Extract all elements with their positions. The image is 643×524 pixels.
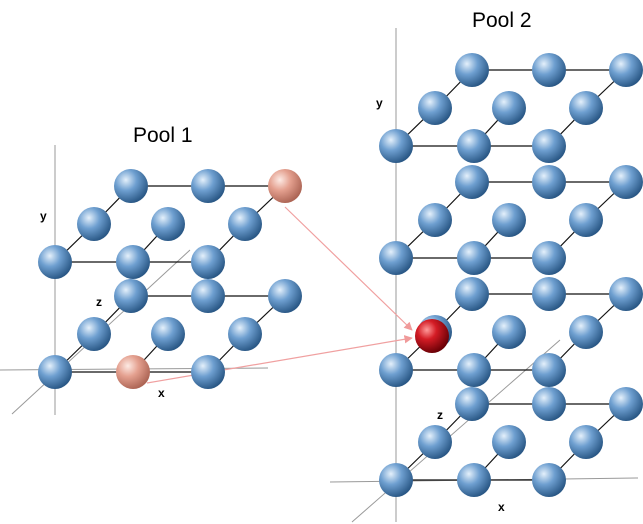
atom [151, 317, 185, 351]
atom [457, 241, 491, 275]
atom [114, 169, 148, 203]
migration-arrows [146, 206, 413, 384]
atom [457, 463, 491, 497]
atom [455, 387, 489, 421]
atom [492, 315, 526, 349]
atom [191, 279, 225, 313]
atom [492, 425, 526, 459]
atom [532, 241, 566, 275]
vacancy-atom [268, 169, 302, 203]
atom [418, 425, 452, 459]
atom [457, 129, 491, 163]
atom [455, 277, 489, 311]
atom [418, 203, 452, 237]
migrated-atom [415, 319, 449, 353]
atom [492, 91, 526, 125]
pool-1-z-axis-label: z [96, 295, 102, 309]
atom [532, 387, 566, 421]
pool-2-z-axis-label: z [437, 408, 443, 422]
atom [532, 129, 566, 163]
vacancy-atom [116, 355, 150, 389]
atom [191, 355, 225, 389]
axes-group [0, 28, 639, 523]
atom [38, 245, 72, 279]
atom [268, 279, 302, 313]
atom [455, 53, 489, 87]
pool-2-title: Pool 2 [472, 9, 532, 32]
migration-arrow [284, 206, 413, 331]
atom [569, 425, 603, 459]
atom [379, 129, 413, 163]
atom [569, 91, 603, 125]
atom [609, 387, 643, 421]
pool-1-x-axis-label: x [158, 386, 165, 400]
atom [379, 463, 413, 497]
migration-arrow [146, 335, 413, 384]
atom [532, 165, 566, 199]
atom [418, 91, 452, 125]
atom [228, 207, 262, 241]
atom [116, 245, 150, 279]
atom [569, 203, 603, 237]
atom [532, 353, 566, 387]
pool-2-y-axis-label: y [376, 96, 383, 110]
atom [151, 207, 185, 241]
atom [191, 169, 225, 203]
pool-2-x-axis-label: x [498, 500, 505, 514]
atom [114, 279, 148, 313]
atom [191, 245, 225, 279]
atom [38, 355, 72, 389]
atom [379, 353, 413, 387]
atom [609, 277, 643, 311]
pool-1-title: Pool 1 [133, 124, 193, 147]
atom [609, 165, 643, 199]
atom [457, 353, 491, 387]
atom [532, 53, 566, 87]
atom [609, 53, 643, 87]
pool-1-y-axis-label: y [40, 209, 47, 223]
atom [492, 203, 526, 237]
atom [77, 317, 111, 351]
atoms-group [38, 53, 643, 497]
atom [379, 241, 413, 275]
atom [532, 277, 566, 311]
atom [455, 165, 489, 199]
atom [532, 463, 566, 497]
atom [228, 317, 262, 351]
atom [77, 207, 111, 241]
atom [569, 315, 603, 349]
